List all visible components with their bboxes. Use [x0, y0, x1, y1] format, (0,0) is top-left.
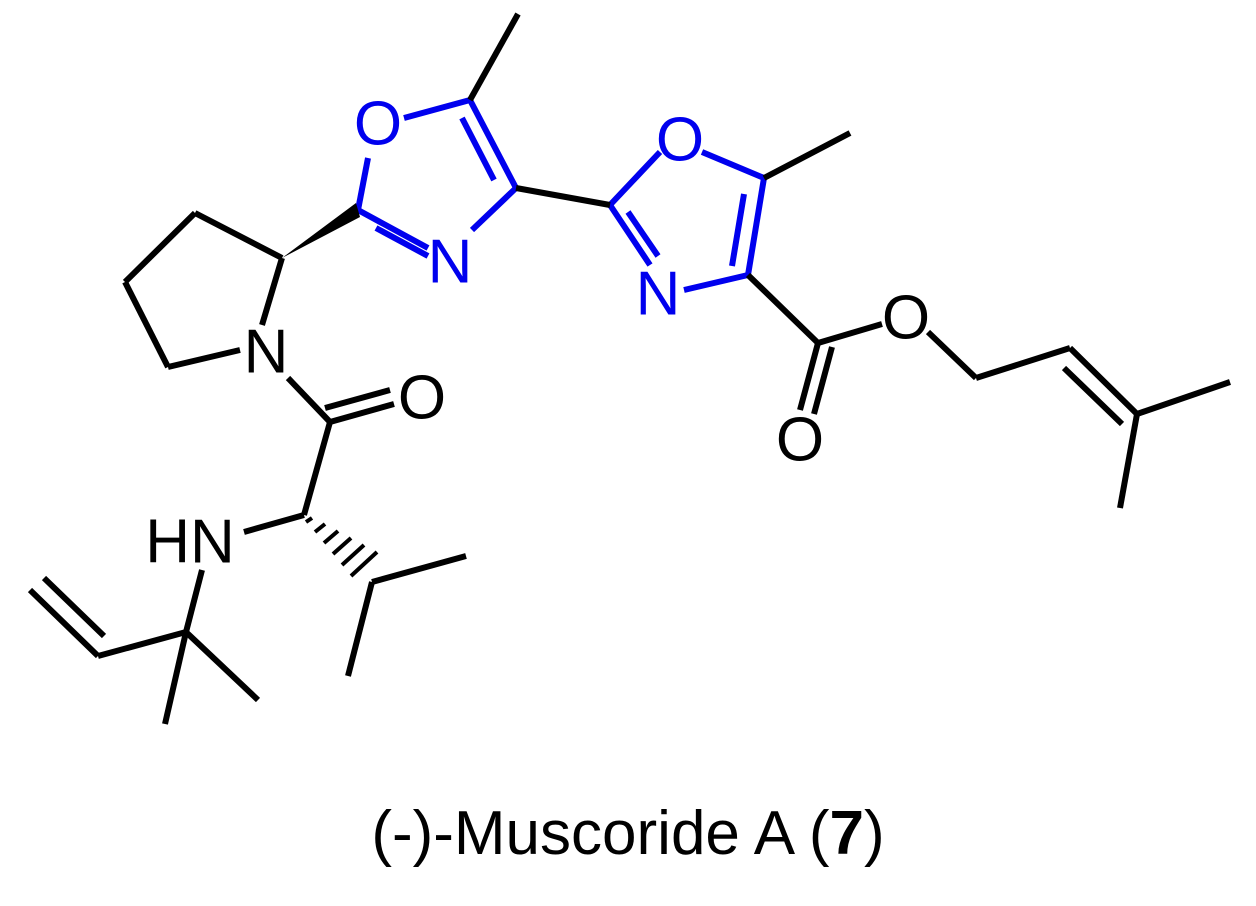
bond-c-me2 [1117, 413, 1140, 509]
bond-ch-c [1067, 345, 1140, 417]
atom-oxazole1-nitrogen: N [428, 228, 473, 297]
hash-5 [340, 543, 366, 567]
bond-ester-c-o-double-b [811, 346, 835, 415]
bond-c5-c4-double [459, 116, 497, 182]
hash-6 [349, 550, 379, 578]
bond-ch2-ch [975, 345, 1071, 381]
bond-c2-n3 [356, 207, 430, 251]
bond-pyrrolidine-n-c2 [259, 257, 285, 326]
bond-c5-c4 [745, 177, 767, 276]
bond-vinyl-single [27, 587, 101, 659]
bond-ester-c-o-double-a [797, 342, 821, 411]
bond-pyrrolidine-c2-c3 [193, 210, 284, 261]
bond-vinyl-double [41, 575, 107, 639]
bond-o1-c5 [700, 149, 766, 181]
atom-pyrrolidine-nitrogen: N [244, 318, 289, 387]
atom-oxazole1-oxygen: O [354, 90, 402, 159]
hash-4 [331, 536, 353, 556]
bond-pyrrolidine-c3-c4 [122, 210, 198, 285]
bond-carbonyl-alpha [301, 421, 333, 516]
caption-prefix: (-)-Muscoride A ( [371, 799, 830, 868]
bond-c2-n3-double [374, 225, 430, 259]
bond-n-carbonyl [285, 375, 333, 425]
oxazole-ring-left [355, 97, 519, 259]
bond-oxazole-oxazole [515, 185, 611, 208]
bond-c2-n3 [607, 203, 653, 267]
hash-bond-alpha-side [304, 516, 379, 578]
bond-quaternary-me1 [183, 629, 261, 703]
bond-c4-n3 [683, 272, 749, 293]
bond-o1-c5 [403, 97, 471, 121]
atom-amine-nh: HN [145, 508, 235, 577]
oxazole-ring-right [607, 149, 767, 293]
bond-c5-c4 [467, 98, 519, 190]
bond-methyl-right-oxazole [762, 130, 852, 181]
bond-o-ch2 [925, 329, 979, 381]
compound-number: 7 [829, 799, 865, 868]
bond-c2-n3-double [625, 210, 661, 258]
bond-ester-c-o [817, 321, 883, 346]
atom-oxazole2-oxygen: O [656, 106, 704, 175]
hash-3 [322, 529, 340, 545]
hash-2 [313, 522, 327, 534]
atom-ester-oxygen: O [882, 284, 930, 353]
bond-pyrrolidine-c4-c5 [122, 280, 171, 369]
atom-carbonyl-oxygen: O [776, 406, 824, 475]
bond-side-ch-me1 [371, 553, 467, 585]
bond-o1-c2 [355, 157, 371, 211]
atom-amide-oxygen: O [398, 364, 446, 433]
bond-c-me1 [1136, 379, 1231, 417]
bond-quaternary-me2 [162, 631, 189, 725]
bond-c5-c4-double [729, 193, 747, 267]
bond-o1-c2 [607, 149, 663, 208]
caption-suffix: ) [864, 799, 885, 868]
bond-pyrrolidine-c5-n [167, 347, 241, 370]
carbon-skeleton [27, 12, 1231, 725]
bond-amide-c-o-double [324, 387, 391, 411]
atom-oxazole2-nitrogen: N [636, 260, 681, 329]
wedge-bond-pyrrolidine-oxazole [282, 203, 360, 258]
bond-quaternary-vinyl [97, 629, 187, 659]
bond-ch-c-double [1061, 365, 1125, 427]
bond-alpha-nh [243, 512, 305, 535]
bond-c4-n3 [469, 185, 519, 233]
bond-amide-c-o [329, 401, 395, 425]
compound-caption: (-)-Muscoride A (7) [0, 798, 1256, 869]
bond-side-ch-me2 [345, 581, 375, 677]
bond-methyl-left-oxazole [467, 12, 521, 102]
hash-1 [304, 516, 314, 524]
bond-nh-quaternary [183, 569, 205, 633]
bond-oxazole-ester-c [745, 272, 821, 346]
